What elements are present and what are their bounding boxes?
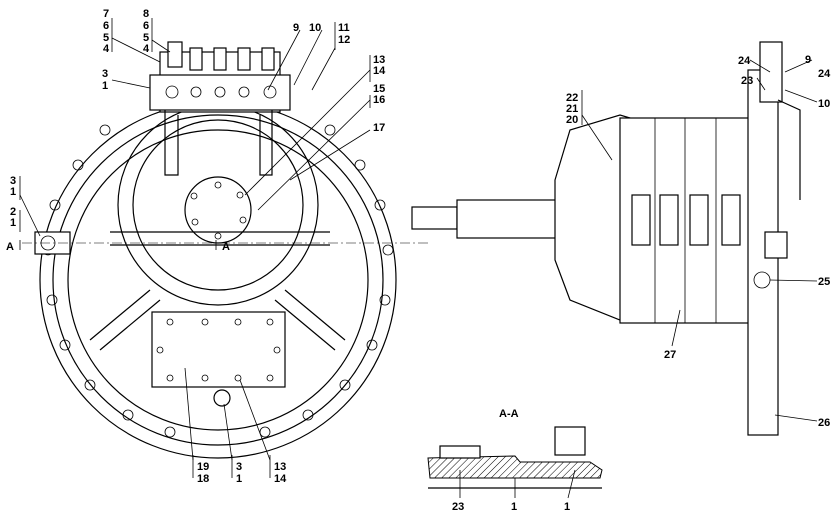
callout-17: 17: [373, 122, 385, 134]
callout-1: 1: [102, 80, 108, 92]
central-hub: [184, 176, 252, 244]
housing-spokes: [89, 231, 346, 351]
input-shaft-end: [411, 206, 458, 230]
housing-ring: [67, 129, 369, 431]
section-mark-right: A: [222, 241, 230, 253]
bell-housing: [554, 114, 631, 321]
callout-5: 5: [103, 32, 109, 44]
section-upper-boss: [554, 426, 586, 456]
callout-12: 12: [338, 34, 350, 46]
callout-18: 18: [197, 473, 209, 485]
callout-11: 11: [338, 22, 350, 34]
callout-27: 27: [664, 349, 676, 361]
callout-13: 13: [373, 54, 385, 66]
callout-5: 5: [143, 32, 149, 44]
callout-26: 26: [818, 417, 830, 429]
callout-21: 21: [566, 103, 578, 115]
side-view: [411, 41, 801, 436]
callout-3: 3: [102, 68, 108, 80]
callout-9: 9: [293, 22, 299, 34]
callout-14: 14: [274, 473, 287, 485]
callout-1: 1: [10, 186, 16, 198]
leader-lines: [19, 18, 818, 499]
callout-19: 19: [197, 461, 209, 473]
callout-13: 13: [274, 461, 286, 473]
lower-cover-plate: [151, 311, 286, 388]
flange-bolt-holes: [42, 124, 394, 438]
callout-7: 7: [103, 8, 109, 20]
callout-3: 3: [10, 175, 16, 187]
callout-1: 1: [511, 501, 517, 513]
callout-23: 23: [741, 75, 753, 87]
callout-1: 1: [236, 473, 242, 485]
pump-elements: [165, 41, 277, 99]
callout-4: 4: [103, 43, 110, 55]
callout-labels: 7 6 5 4 8 6 5 4 9 10 11 12 13 14 15 16 1…: [10, 8, 831, 513]
section-mark-left: A: [6, 241, 14, 253]
callout-23: 23: [452, 501, 464, 513]
callout-20: 20: [566, 114, 578, 126]
callout-1: 1: [10, 217, 16, 229]
rear-top-block: [759, 41, 783, 103]
callout-3: 3: [236, 461, 242, 473]
inner-bore-ring-2: [132, 119, 304, 291]
section-a-a: A-A: [427, 408, 603, 489]
callout-25: 25: [818, 276, 830, 288]
callout-1: 1: [564, 501, 570, 513]
callout-8: 8: [143, 8, 149, 20]
rear-middle-boss: [764, 231, 788, 259]
callout-14: 14: [373, 65, 386, 77]
pump-block-base: [149, 74, 291, 111]
section-title: A-A: [499, 408, 519, 420]
callout-4: 4: [143, 43, 150, 55]
clutch-plates: [631, 118, 741, 323]
callout-16: 16: [373, 94, 385, 106]
callout-22: 22: [566, 92, 578, 104]
callout-15: 15: [373, 83, 385, 95]
rear-bracket: [777, 99, 801, 200]
section-hatched-body: [427, 455, 603, 479]
outer-flange-inner-ring: [52, 114, 384, 446]
callout-6: 6: [143, 20, 149, 32]
callout-6: 6: [103, 20, 109, 32]
input-shaft: [456, 199, 558, 239]
front-view: A A: [6, 41, 430, 459]
drain-plug: [213, 389, 231, 407]
callout-10: 10: [309, 22, 321, 34]
pump-support-legs: [164, 110, 273, 176]
callout-9: 9: [805, 54, 811, 66]
section-left-lug: [439, 445, 481, 459]
hub-bolts: [190, 181, 247, 240]
callout-2: 2: [10, 206, 16, 218]
callout-10: 10: [818, 98, 830, 110]
callout-24: 24: [818, 68, 831, 80]
cover-plate-bolts: [156, 318, 281, 382]
callout-24: 24: [738, 55, 751, 67]
